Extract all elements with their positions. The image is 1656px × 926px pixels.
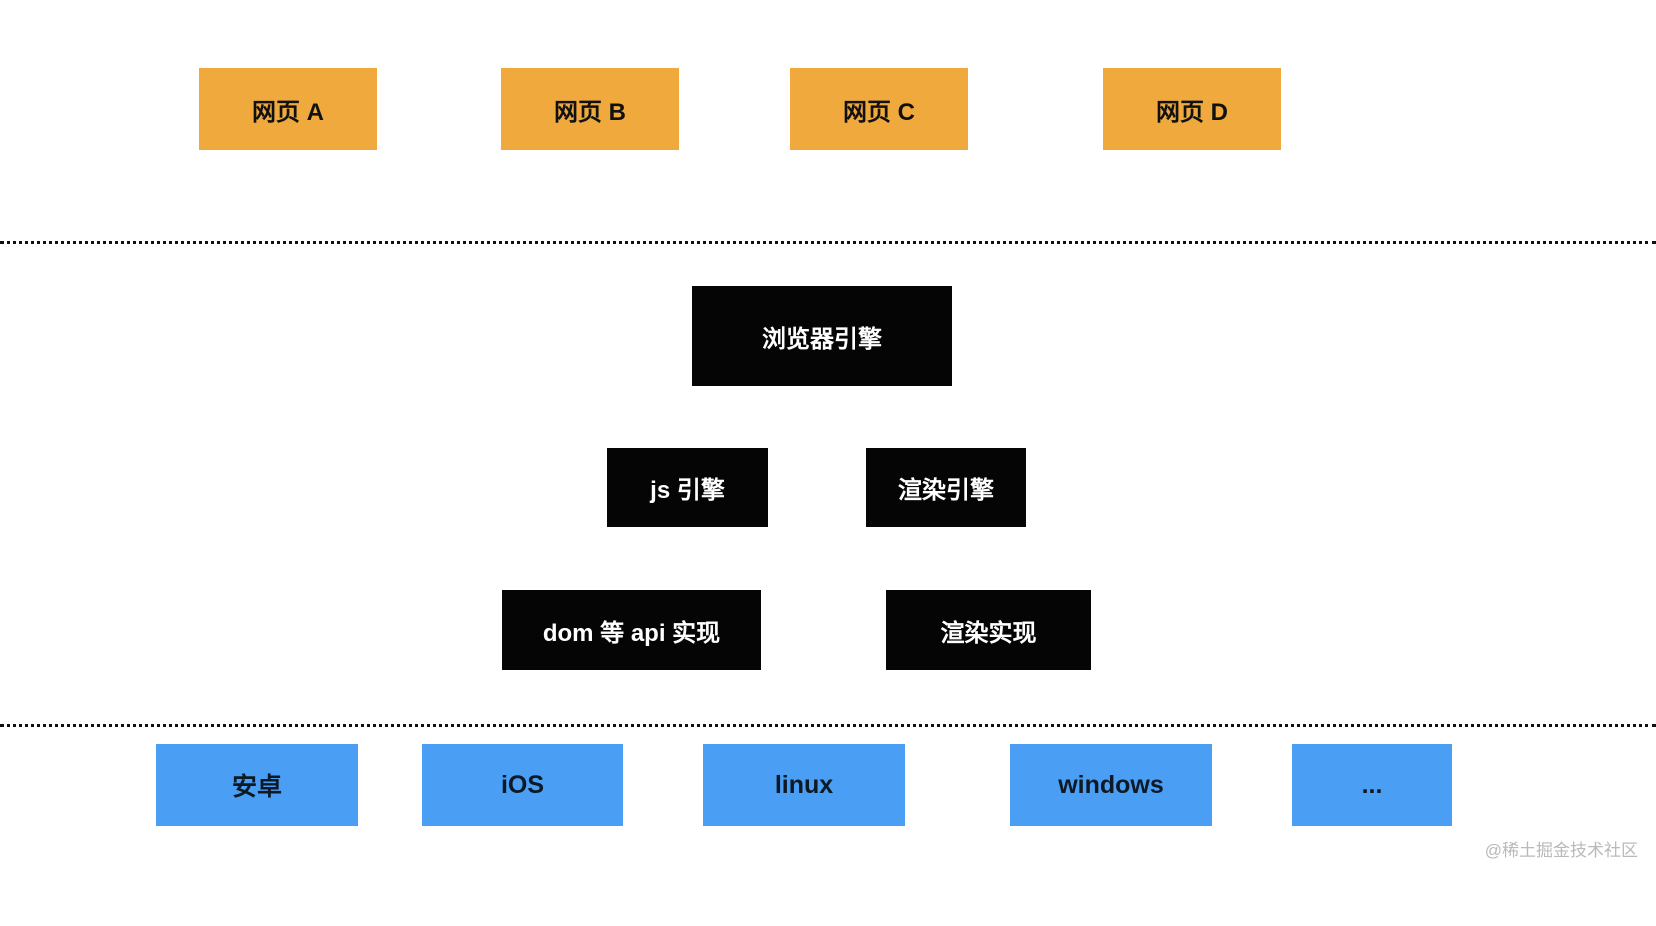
- dom-api-implementation-box: dom 等 api 实现: [502, 590, 761, 670]
- js-engine-box: js 引擎: [607, 448, 768, 527]
- separator-top: [0, 241, 1656, 244]
- platform-box-ios: iOS: [422, 744, 623, 826]
- render-engine-box: 渲染引擎: [866, 448, 1026, 527]
- platform-box-android: 安卓: [156, 744, 358, 826]
- platform-box-linux: linux: [703, 744, 905, 826]
- platform-box-windows: windows: [1010, 744, 1212, 826]
- platform-box-ellipsis: ...: [1292, 744, 1452, 826]
- webpage-box-c: 网页 C: [790, 68, 968, 150]
- separator-bottom: [0, 724, 1656, 727]
- browser-engine-box: 浏览器引擎: [692, 286, 952, 386]
- render-implementation-box: 渲染实现: [886, 590, 1091, 670]
- webpage-box-d: 网页 D: [1103, 68, 1281, 150]
- watermark: @稀土掘金技术社区: [1484, 841, 1638, 860]
- webpage-box-b: 网页 B: [501, 68, 679, 150]
- webpage-box-a: 网页 A: [199, 68, 377, 150]
